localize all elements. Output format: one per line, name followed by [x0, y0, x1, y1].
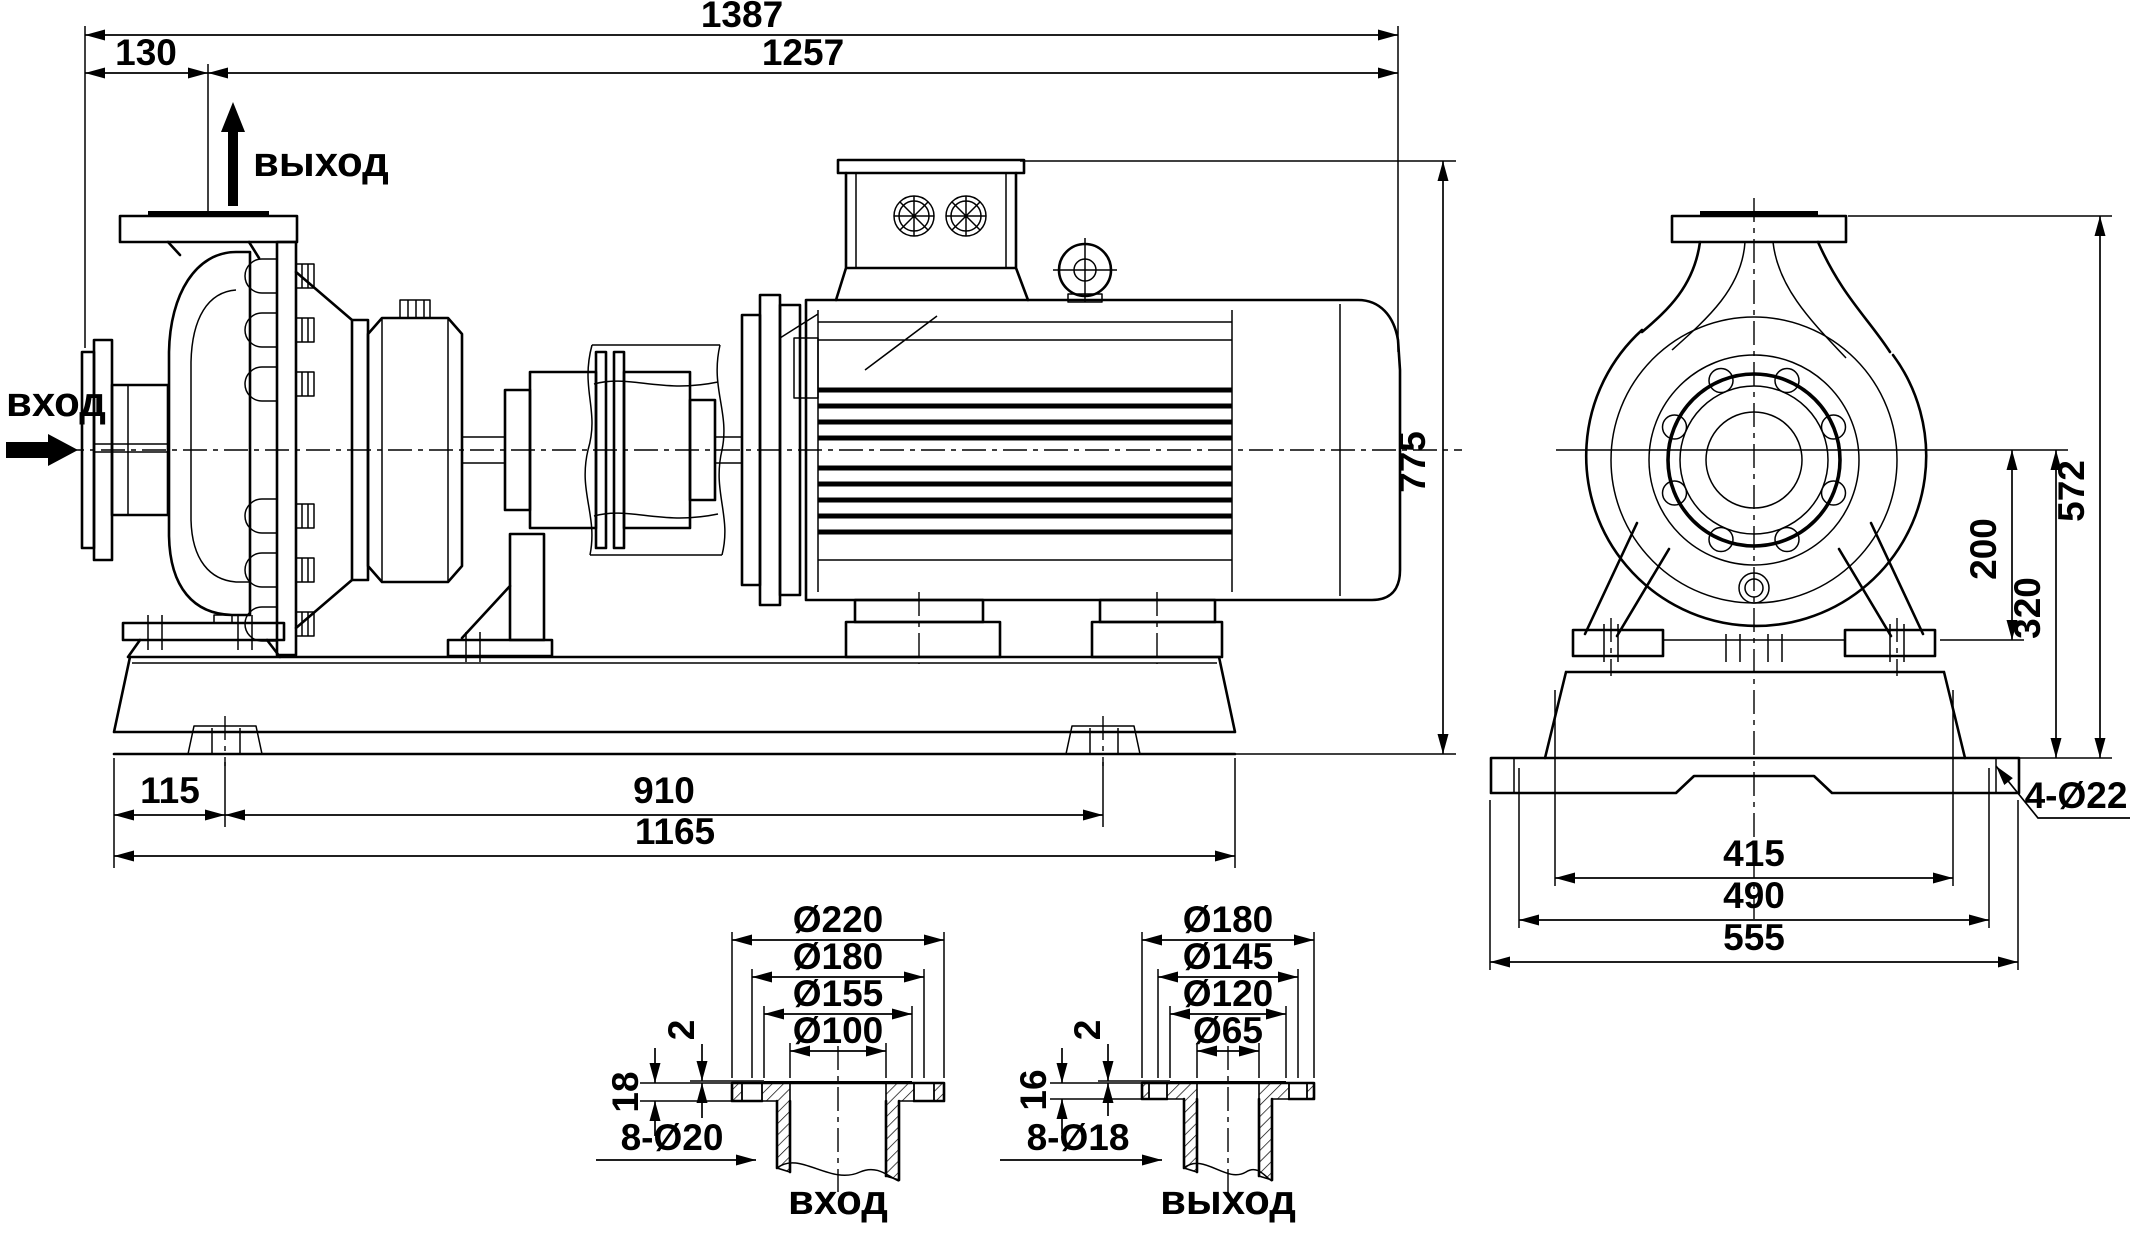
- terminal-box: [834, 158, 1030, 302]
- inlet-flow-label: вход: [6, 378, 106, 425]
- coupling-guard: [584, 344, 726, 556]
- end-view: 200 320 572 415 490 555 4-Ø22: [1489, 198, 2130, 970]
- side-view: выход вход 1387 1257 130 775 115 910 116…: [6, 0, 1462, 868]
- dim-outlet-bore: Ø65: [1193, 1010, 1263, 1051]
- discharge-flange: [118, 211, 299, 260]
- dim-inlet-bolt-circle: Ø180: [793, 936, 884, 977]
- outlet-flange-detail: Ø180 Ø145 Ø120 Ø65 16 2 8-Ø18 выход: [1000, 899, 1316, 1223]
- dim-overall-height: 775: [1392, 431, 1433, 493]
- dim-inlet-offset: 130: [115, 32, 177, 73]
- dim-base-length: 1165: [635, 811, 715, 852]
- coupling-assembly: [462, 350, 742, 550]
- end-suction-flange: [1648, 354, 1860, 604]
- end-supports: [1571, 521, 1937, 676]
- outlet-flange-section: [1140, 1081, 1316, 1182]
- pump-casing: [167, 250, 252, 624]
- cooling-fins: [818, 387, 1232, 535]
- lifting-eye-icon: [1053, 238, 1117, 303]
- dim-inlet-face-height: 2: [661, 1020, 702, 1041]
- outlet-detail-label: выход: [1160, 1176, 1296, 1223]
- dim-outlet-bolt-holes: 8-Ø18: [1027, 1117, 1130, 1158]
- inlet-flange-section: [730, 1081, 946, 1182]
- cable-gland-icon: [945, 195, 987, 237]
- dim-anchor-holes: 4-Ø22: [2025, 775, 2128, 816]
- dim-outlet-od: Ø180: [1183, 899, 1274, 940]
- suction-flange: [80, 338, 170, 562]
- inlet-flange-detail: Ø220 Ø180 Ø155 Ø100 18 2 8-Ø20 вход: [596, 899, 946, 1223]
- dim-axis-to-foot: 200: [1963, 518, 2004, 580]
- dim-base-to-anchor: 115: [140, 770, 200, 811]
- side-view-dimensions: 1387 1257 130 775 115 910 1165: [84, 0, 1456, 868]
- baseplate: [112, 655, 1237, 766]
- inlet-detail-label: вход: [788, 1176, 888, 1223]
- bolt-holes: [1661, 367, 1847, 553]
- dim-outlet-bolt-circle: Ø145: [1183, 936, 1274, 977]
- dim-anchor-bolt-span: 415: [1723, 833, 1785, 874]
- dim-anchor-span: 910: [633, 770, 695, 811]
- dim-inlet-bolt-holes: 8-Ø20: [621, 1117, 724, 1158]
- end-discharge-flange: [1640, 211, 1892, 359]
- casing-cover: [244, 240, 315, 657]
- dim-outlet-raised-face: Ø120: [1183, 973, 1274, 1014]
- dim-overall-length: 1387: [701, 0, 783, 35]
- dim-length-to-inlet: 1257: [762, 32, 844, 73]
- outlet-flow-arrow-icon: [221, 102, 245, 206]
- dim-inlet-raised-face: Ø155: [793, 973, 884, 1014]
- inlet-flange-dimensions: Ø220 Ø180 Ø155 Ø100 18 2 8-Ø20: [596, 899, 945, 1166]
- dim-inlet-od: Ø220: [793, 899, 884, 940]
- inlet-flow-arrow-icon: [6, 434, 78, 466]
- outlet-flow: выход: [221, 102, 389, 206]
- dim-inlet-bore: Ø100: [793, 1010, 884, 1051]
- outlet-flow-label: выход: [253, 138, 389, 185]
- dim-outlet-face-height: 2: [1067, 1020, 1108, 1041]
- end-view-dimensions: 200 320 572 415 490 555 4-Ø22: [1489, 215, 2130, 970]
- dim-base-width: 555: [1723, 917, 1785, 958]
- dim-outlet-height: 572: [2051, 460, 2092, 522]
- bearing-bracket: [294, 270, 464, 630]
- cable-gland-icon: [893, 195, 935, 237]
- dim-axis-to-base: 320: [2007, 577, 2048, 639]
- end-pedestal-base: [1489, 670, 2021, 795]
- dim-inlet-thickness: 18: [605, 1071, 646, 1112]
- inlet-flow: вход: [6, 378, 106, 466]
- dim-outlet-thickness: 16: [1013, 1069, 1054, 1110]
- outlet-flange-dimensions: Ø180 Ø145 Ø120 Ø65 16 2 8-Ø18: [1000, 899, 1315, 1166]
- dim-base-mid-width: 490: [1723, 875, 1785, 916]
